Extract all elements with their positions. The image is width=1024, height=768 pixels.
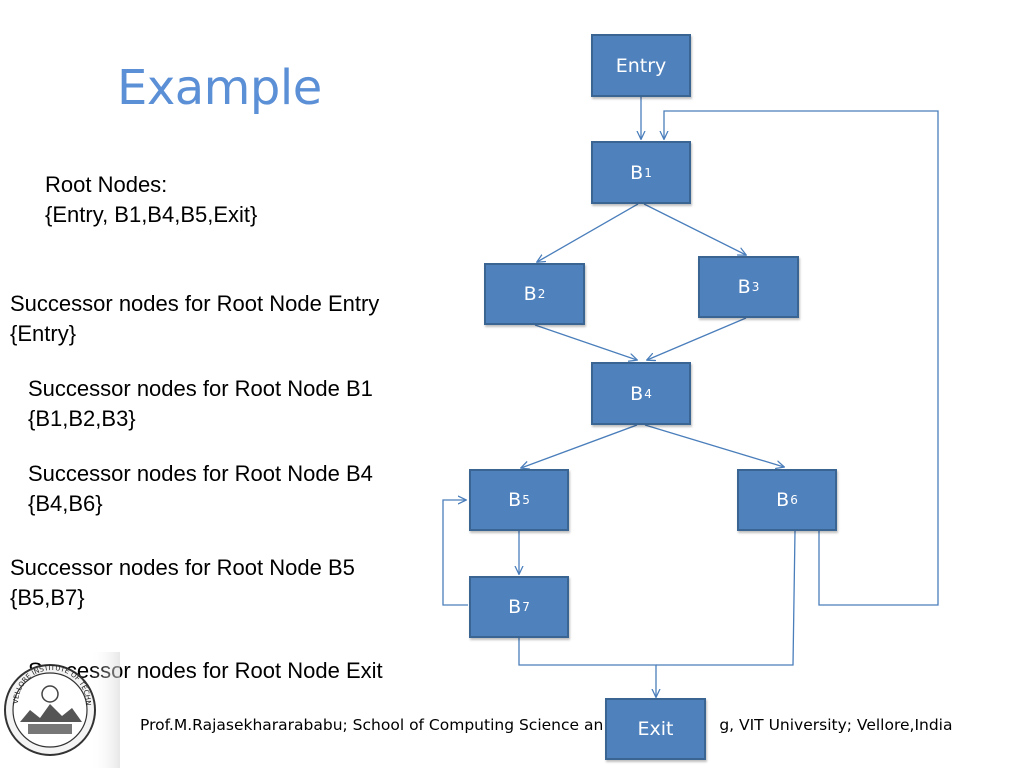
node-b2-subscript: 2 — [537, 287, 546, 301]
edge-b4-b5 — [521, 424, 638, 468]
node-entry-label: Entry — [615, 54, 667, 77]
successor-set: {Entry} — [10, 321, 77, 346]
node-b4-subscript: 4 — [644, 386, 652, 401]
successor-group-entry: Successor nodes for Root Node Entry {Ent… — [10, 289, 379, 349]
node-b1-label: B — [630, 161, 644, 184]
successor-set: {B1,B2,B3} — [28, 406, 136, 431]
node-b7-subscript: 7 — [522, 600, 530, 614]
successor-heading: Successor nodes for Root Node B5 — [10, 555, 355, 580]
root-nodes-text: Root Nodes: {Entry, B1,B4,B5,Exit} — [45, 170, 257, 230]
university-seal-logo: VELLORE INSTITUTE OF TECHNOLOGY — [0, 646, 120, 768]
node-entry[interactable]: Entry — [591, 34, 691, 97]
footer-text: Prof.M.Rajasekhararababu; School of Comp… — [140, 716, 952, 734]
node-exit[interactable]: Exit — [605, 698, 706, 760]
root-nodes-label: Root Nodes: — [45, 172, 168, 197]
successor-group-b4: Successor nodes for Root Node B4 {B4,B6} — [28, 459, 373, 519]
edge-b3-b4 — [647, 317, 747, 360]
node-b5-label: B — [508, 489, 522, 511]
node-b6-label: B — [776, 489, 790, 511]
successor-heading: Successor nodes for Root Node B4 — [28, 461, 373, 486]
node-b3-subscript: 3 — [751, 280, 760, 294]
slide-title: Example — [117, 60, 322, 116]
node-b3-label: B — [737, 276, 751, 298]
edge-b6-exit — [656, 530, 796, 666]
root-nodes-set: {Entry, B1,B4,B5,Exit} — [45, 202, 258, 227]
successor-heading: Successor nodes for Root Node Entry — [10, 291, 380, 316]
edge-b7-b5-loop — [442, 500, 468, 606]
node-b4-label: B — [630, 382, 644, 405]
successor-group-b1: Successor nodes for Root Node B1 {B1,B2,… — [28, 374, 373, 434]
node-b5-subscript: 5 — [522, 493, 530, 507]
edge-b6-b1-loop — [664, 110, 939, 606]
node-b6-subscript: 6 — [790, 493, 798, 507]
edge-b4-b6 — [644, 424, 784, 467]
successor-group-b5: Successor nodes for Root Node B5 {B5,B7} — [10, 553, 355, 613]
seal-icon: VELLORE INSTITUTE OF TECHNOLOGY — [0, 646, 120, 768]
successor-set: {B4,B6} — [28, 491, 103, 516]
footer-tail: g, VIT University; Vellore,India — [719, 716, 953, 734]
node-b1-subscript: 1 — [644, 165, 652, 180]
edge-b1-b3 — [643, 203, 746, 255]
node-b2-label: B — [523, 283, 537, 305]
successor-set: {B5,B7} — [10, 585, 85, 610]
successor-heading: Successor nodes for Root Node B1 — [28, 376, 373, 401]
footer-main: Prof.M.Rajasekhararababu; School of Comp… — [140, 716, 604, 734]
edge-b2-b4 — [534, 324, 637, 360]
node-exit-label: Exit — [637, 718, 674, 740]
node-b7-label: B — [508, 596, 522, 618]
edge-b1-b2 — [537, 203, 639, 262]
edge-b7-exit — [518, 638, 656, 697]
